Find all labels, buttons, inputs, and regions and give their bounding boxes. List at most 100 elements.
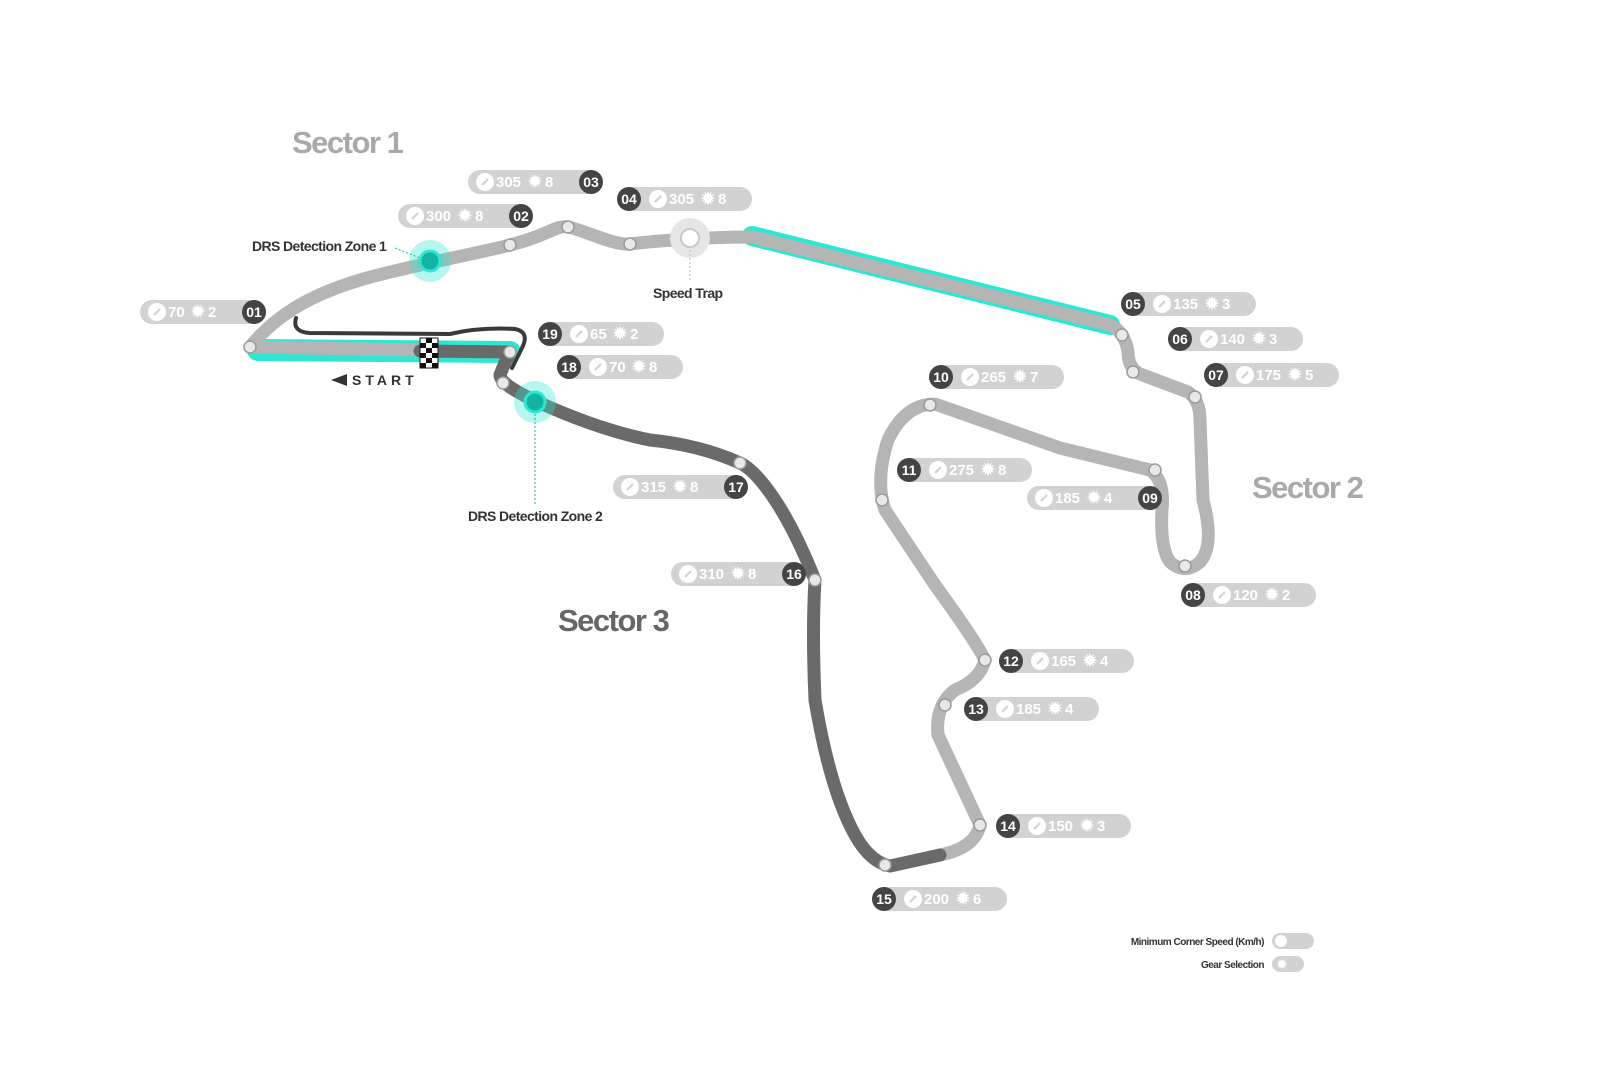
corner-marker — [503, 238, 517, 252]
corner-min-speed: 310 — [699, 566, 724, 583]
corner-gear: 7 — [1030, 369, 1038, 386]
corner-info-pill — [999, 649, 1134, 673]
gear-icon: ✹ — [1287, 365, 1303, 386]
corner-info-pill — [613, 475, 748, 499]
corner-marker — [733, 456, 747, 470]
corner-min-speed: 175 — [1256, 367, 1281, 384]
speedometer-needle — [654, 195, 662, 203]
gear-icon: ✹ — [672, 477, 688, 498]
gear-icon: ✹ — [457, 206, 473, 227]
corner-info-pill — [897, 458, 1032, 482]
corner-number: 18 — [561, 359, 577, 375]
speedometer-needle — [1218, 591, 1226, 599]
corner-min-speed: 185 — [1055, 490, 1080, 507]
corner-min-speed: 185 — [1016, 701, 1041, 718]
corner-info-pill — [996, 814, 1131, 838]
drs-detection-2-marker — [514, 381, 556, 423]
corner-number: 13 — [968, 701, 984, 717]
corner-info-pill — [617, 187, 752, 211]
speedometer-needle — [153, 308, 161, 316]
gear-icon: ✹ — [700, 189, 716, 210]
corner-min-speed: 70 — [168, 304, 185, 321]
corner-min-speed: 200 — [924, 891, 949, 908]
legend-speed-label: Minimum Corner Speed (Km/h) — [1131, 937, 1264, 948]
corner-gear: 4 — [1104, 490, 1113, 507]
finish-line-flag — [419, 337, 439, 369]
corner-min-speed: 315 — [641, 479, 666, 496]
gear-icon: ✹ — [631, 357, 647, 378]
corner-number: 10 — [933, 369, 949, 385]
drs-detection-1-leader — [394, 247, 421, 259]
gear-icon: ✹ — [190, 302, 206, 323]
speedometer-needle — [1001, 705, 1009, 713]
corner-number: 16 — [786, 566, 802, 582]
speedometer-needle — [1158, 300, 1166, 308]
corner-min-speed: 120 — [1233, 587, 1258, 604]
corner-number: 12 — [1003, 653, 1019, 669]
corner-number: 19 — [542, 326, 558, 342]
gear-icon: ✹ — [730, 564, 746, 585]
corner-info-pill — [929, 365, 1064, 389]
corner-marker — [1126, 365, 1140, 379]
corner-07: 07 175 ✹5 — [1188, 363, 1339, 404]
pit-lane — [293, 316, 527, 370]
sector-3-label: Sector 3 — [558, 603, 670, 638]
corner-min-speed: 135 — [1173, 296, 1198, 313]
corner-number-badge — [724, 475, 748, 499]
corner-min-speed: 70 — [609, 359, 626, 376]
corner-number: 07 — [1208, 367, 1224, 383]
speedometer-needle — [594, 363, 602, 371]
corner-gear: 8 — [475, 208, 483, 225]
corner-marker — [1188, 390, 1202, 404]
speedometer-needle — [684, 570, 692, 578]
corner-info-pill — [964, 697, 1099, 721]
speedometer-needle — [626, 483, 634, 491]
corner-number-badge — [929, 365, 953, 389]
gear-icon: ✹ — [1082, 651, 1098, 672]
corner-marker — [1178, 559, 1192, 573]
corner-number-badge — [509, 204, 533, 228]
corner-min-speed: 150 — [1048, 818, 1073, 835]
corner-number-badge — [872, 887, 896, 911]
corner-info-pill — [140, 300, 266, 324]
corner-min-speed: 165 — [1051, 653, 1076, 670]
corner-number: 09 — [1142, 490, 1158, 506]
corner-info-pill — [1027, 486, 1162, 510]
speedometer-needle — [481, 178, 489, 186]
corner-number-badge — [538, 322, 562, 346]
corner-gear: 2 — [1282, 587, 1290, 604]
corner-info-pill — [1204, 363, 1339, 387]
corner-min-speed: 65 — [590, 326, 607, 343]
svg-text:✹: ✹ — [1276, 956, 1288, 972]
corner-number-badge — [579, 170, 603, 194]
corner-marker — [938, 698, 952, 712]
corner-marker — [878, 858, 892, 872]
main-straight — [243, 340, 427, 357]
corner-info-pill — [1121, 292, 1256, 316]
corner-info-pill — [468, 170, 603, 194]
corner-number-badge — [999, 649, 1023, 673]
corner-number-badge — [1121, 292, 1145, 316]
speedometer-needle — [411, 212, 419, 220]
gear-icon: ✹ — [1251, 329, 1267, 350]
corner-gear: 3 — [1269, 331, 1277, 348]
gear-icon: ✹ — [1204, 294, 1220, 315]
corner-number-badge — [557, 355, 581, 379]
corner-gear: 5 — [1305, 367, 1313, 384]
corner-number: 04 — [621, 191, 637, 207]
corner-marker — [923, 398, 937, 412]
corner-number: 03 — [583, 174, 599, 190]
speed-trap-marker — [670, 218, 710, 258]
